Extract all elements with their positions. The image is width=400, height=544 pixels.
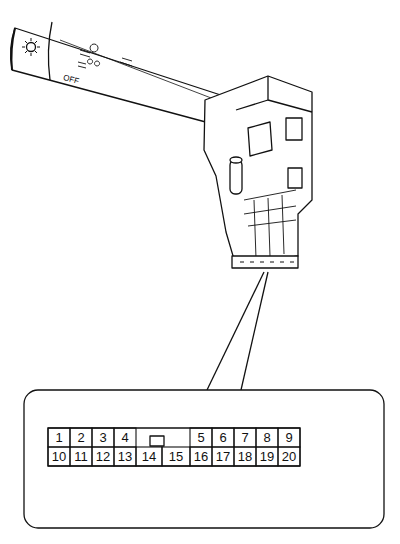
pin-cell	[212, 428, 234, 447]
lever	[11, 28, 236, 128]
pin-number: 5	[190, 428, 212, 447]
pin-number: 2	[70, 428, 92, 447]
pin-cell	[114, 428, 136, 447]
pin-number: 8	[256, 428, 278, 447]
pin-cell	[70, 447, 92, 466]
pin-number: 10	[48, 447, 70, 466]
pin-number: 11	[70, 447, 92, 466]
leader-line	[241, 272, 268, 390]
pin-cell	[256, 447, 278, 466]
pin-cell	[162, 447, 190, 466]
pin-number: 7	[234, 428, 256, 447]
pin-number: 20	[278, 447, 300, 466]
pin-cell	[48, 447, 70, 466]
pin-number: 4	[114, 428, 136, 447]
pin-cell	[92, 428, 114, 447]
pin-number: 17	[212, 447, 234, 466]
housing-tab	[286, 118, 302, 140]
pin-cell	[278, 428, 300, 447]
pin-number: 18	[234, 447, 256, 466]
pin-number: 6	[212, 428, 234, 447]
connector-key	[150, 436, 164, 446]
pin-cell	[234, 447, 256, 466]
pin-cell	[190, 447, 212, 466]
connector-face	[232, 256, 298, 268]
pin-number: 12	[92, 447, 114, 466]
pivot-pin	[230, 160, 242, 194]
pin-cell	[234, 428, 256, 447]
pin-cell	[70, 428, 92, 447]
switch-housing	[204, 76, 312, 266]
headlight-icon	[27, 43, 36, 52]
pin-cell	[278, 447, 300, 466]
pin-number: 19	[256, 447, 278, 466]
housing-tab	[288, 168, 302, 188]
leader-line	[207, 272, 264, 390]
pin-cell	[212, 447, 234, 466]
pin-number: 15	[162, 447, 190, 466]
pin-number: 3	[92, 428, 114, 447]
pin-cell	[190, 428, 212, 447]
callout-frame	[24, 390, 384, 528]
pin-cell	[92, 447, 114, 466]
pin-cell	[256, 428, 278, 447]
pin-cell	[114, 447, 136, 466]
pin-number: 13	[114, 447, 136, 466]
pin-cell	[136, 447, 162, 466]
pin-number: 16	[190, 447, 212, 466]
knob-ring	[48, 22, 52, 80]
position-marks	[78, 44, 132, 68]
pin-cell	[48, 428, 70, 447]
pin-number: 9	[278, 428, 300, 447]
pin-number: 1	[48, 428, 70, 447]
connector-outline	[48, 428, 300, 466]
pin-number: 14	[136, 447, 162, 466]
